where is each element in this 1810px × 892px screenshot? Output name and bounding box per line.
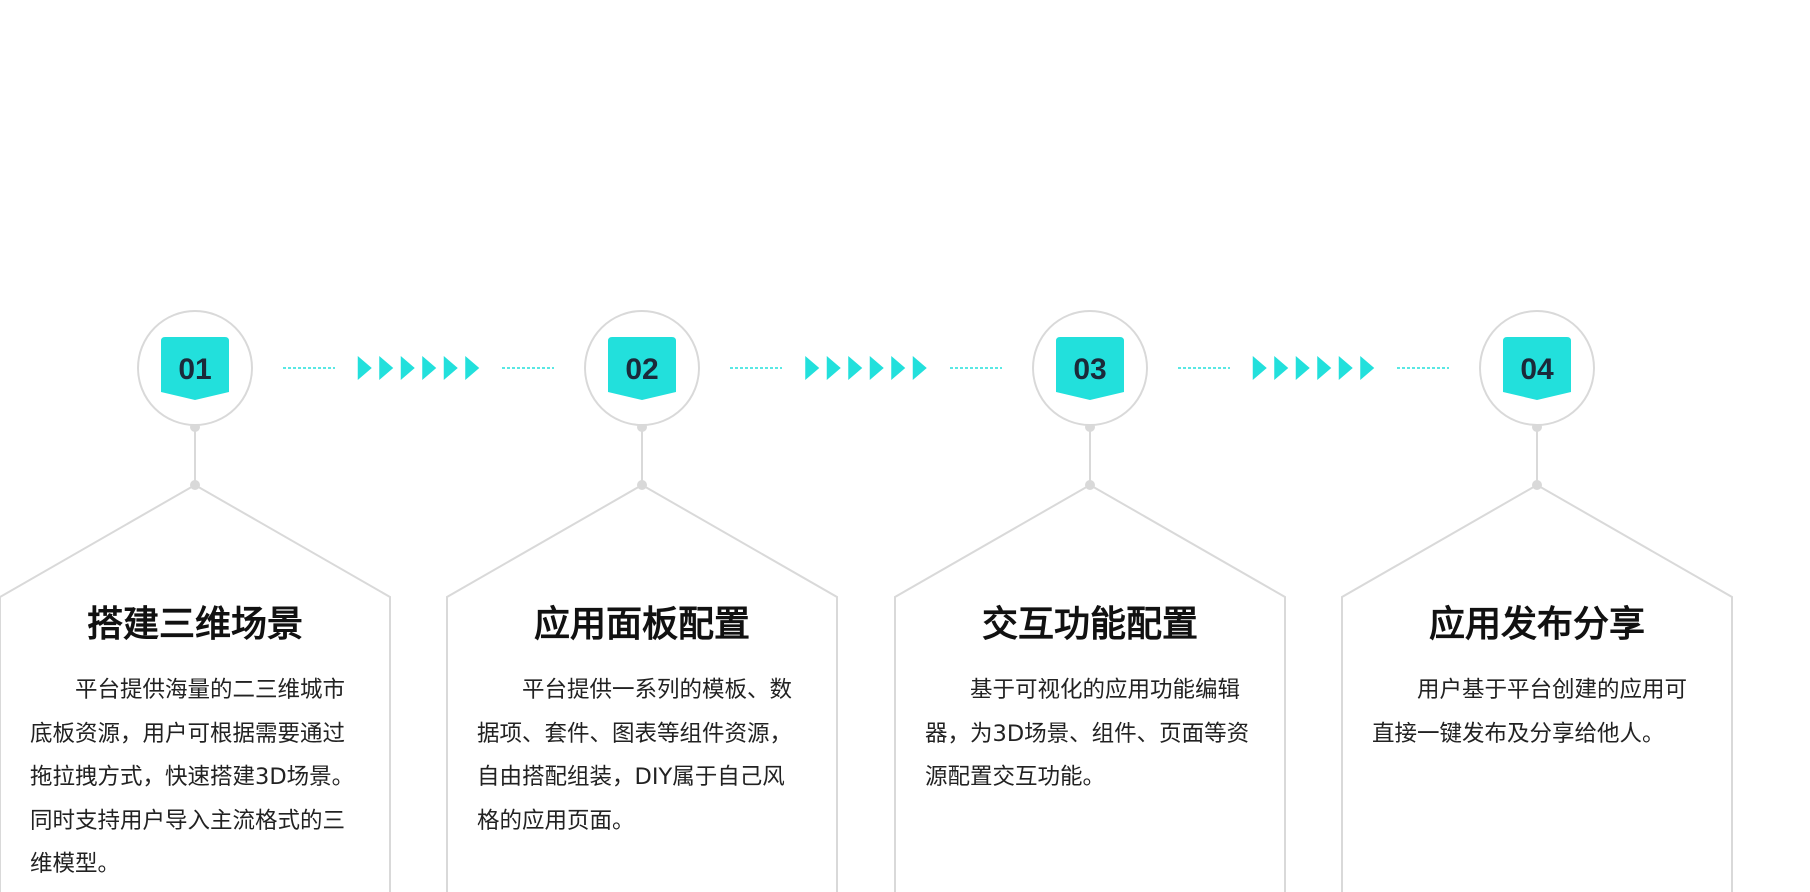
arrow-chevron-icon	[1295, 356, 1310, 380]
arrow-chevron-icon	[1360, 356, 1375, 380]
arrow-chevron-icon	[848, 356, 863, 380]
arrow-chevron-icon	[1317, 356, 1332, 380]
arrow-chevron-icon	[357, 356, 372, 380]
arrow-chevron-icon	[443, 356, 458, 380]
arrow-chevron-icon	[465, 356, 480, 380]
connector-dot-bottom-2	[637, 480, 647, 490]
arrow-chevron-icon	[869, 356, 884, 380]
arrow-chevron-icon	[1252, 356, 1267, 380]
arrow-chevron-icon	[912, 356, 927, 380]
step-badge-1	[161, 337, 229, 400]
step-number-2: 02	[625, 353, 658, 386]
step-badge-4	[1503, 337, 1571, 400]
step-description-3: 基于可视化的应用功能编辑器，为3D场景、组件、页面等资源配置交互功能。	[925, 677, 1250, 790]
arrow-chevron-icon	[891, 356, 906, 380]
connector-dot-bottom-3	[1085, 480, 1095, 490]
arrow-chevron-icon	[805, 356, 820, 380]
step-number-3: 03	[1073, 353, 1106, 386]
connector-dot-bottom-4	[1532, 480, 1542, 490]
step-description-1: 平台提供海量的二三维城市底板资源，用户可根据需要通过拖拉拽方式，快速搭建3D场景…	[30, 677, 355, 877]
step-badge-3	[1056, 337, 1124, 400]
step-title-3: 交互功能配置	[981, 604, 1198, 645]
arrow-chevron-icon	[379, 356, 394, 380]
step-title-1: 搭建三维场景	[86, 604, 303, 645]
step-title-4: 应用发布分享	[1428, 604, 1645, 645]
arrow-chevron-icon	[400, 356, 415, 380]
step-number-4: 04	[1520, 353, 1554, 386]
arrow-chevron-icon	[422, 356, 437, 380]
arrow-chevron-icon	[826, 356, 841, 380]
step-badge-2	[608, 337, 676, 400]
arrow-chevron-icon	[1274, 356, 1289, 380]
step-title-2: 应用面板配置	[533, 604, 750, 645]
step-description-4: 用户基于平台创建的应用可直接一键发布及分享给他人。	[1372, 677, 1688, 747]
connector-dot-bottom-1	[190, 480, 200, 490]
arrow-chevron-icon	[1338, 356, 1353, 380]
step-description-2: 平台提供一系列的模板、数据项、套件、图表等组件资源，自由搭配组装，DIY属于自己…	[477, 677, 793, 834]
step-number-1: 01	[178, 353, 211, 386]
